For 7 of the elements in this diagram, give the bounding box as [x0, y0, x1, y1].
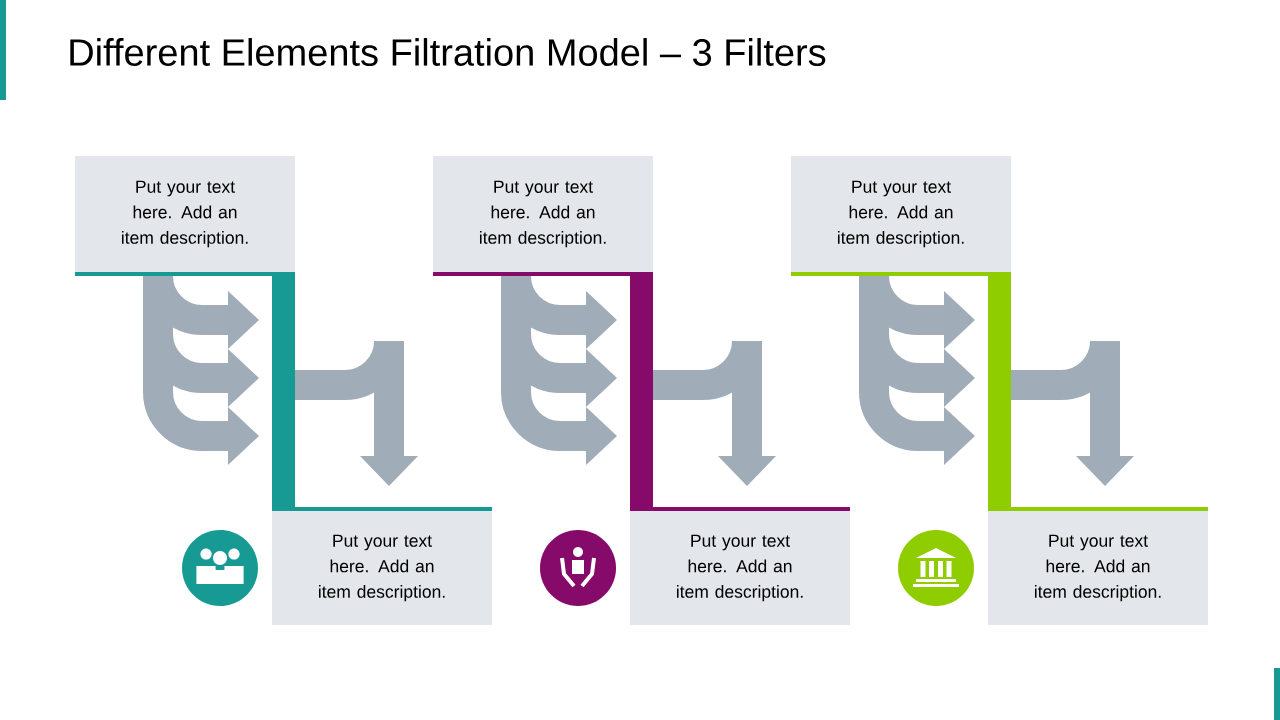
slide-title: Different Elements Filtration Model – 3 Filters [70, 38, 826, 66]
text-box: Put your text here. Add an item description. [791, 156, 1011, 272]
text-box: Put your text here. Add an item description. [988, 511, 1208, 625]
text-box: Put your text here. Add an item description. [272, 511, 492, 625]
text-box: Put your text here. Add an item description. [75, 156, 295, 272]
text-box: Put your text here. Add an item description. [630, 511, 850, 625]
text-box: Put your text here. Add an item description. [433, 156, 653, 272]
